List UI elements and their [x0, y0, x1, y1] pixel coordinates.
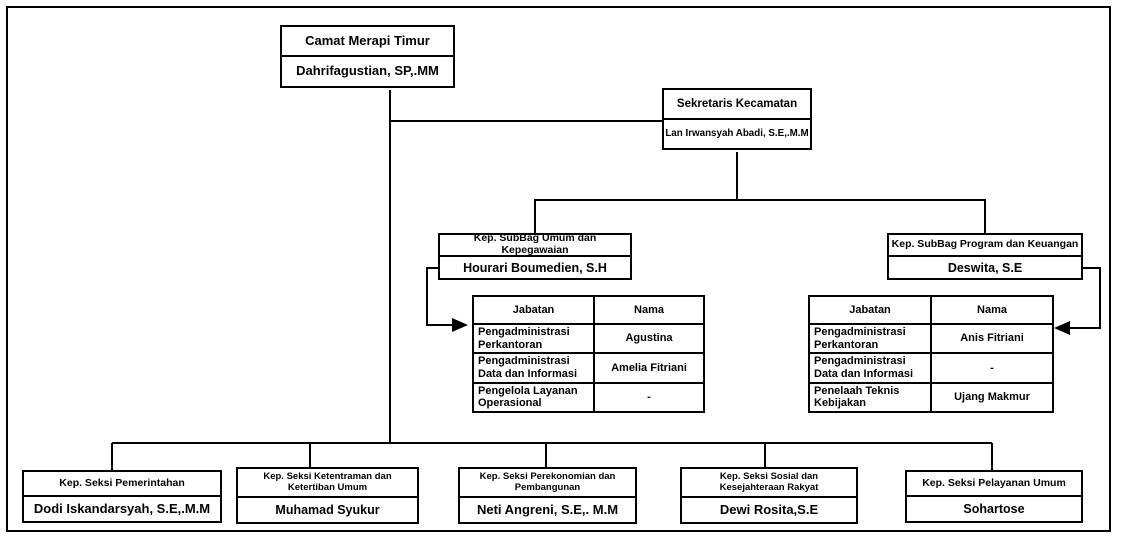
arrowhead-left-icon: [1054, 321, 1070, 335]
node-seksi-pemerintahan-name: Dodi Iskandarsyah, S.E,.M.M: [22, 495, 222, 523]
table-cell-nama: Anis Fitriani: [930, 322, 1054, 355]
page-border: [6, 6, 1111, 532]
table-cell-jabatan: Pengelola Layanan Operasional: [472, 381, 595, 413]
table-cell-jabatan: Pengadministrasi Data dan Informasi: [472, 352, 595, 384]
node-seksi-pemerintahan-title: Kep. Seksi Pemerintahan: [22, 470, 222, 497]
node-subbag-program: Kep. SubBag Program dan Keuangan Deswita…: [887, 233, 1083, 280]
staff-table-program: Jabatan Nama Pengadministrasi Perkantora…: [808, 295, 1054, 413]
arrowhead-right-icon: [452, 318, 468, 332]
table-cell-jabatan: Pengadministrasi Data dan Informasi: [808, 352, 932, 384]
table-cell-nama: Ujang Makmur: [930, 381, 1054, 413]
table-row: Pengelola Layanan Operasional -: [472, 381, 705, 413]
column-header-jabatan: Jabatan: [472, 295, 595, 325]
node-seksi-perekonomian-title: Kep. Seksi Perekonomian dan Pembangunan: [458, 467, 637, 498]
table-header-row: Jabatan Nama: [472, 295, 705, 325]
node-subbag-umum-name: Hourari Boumedien, S.H: [438, 255, 632, 280]
node-subbag-umum: Kep. SubBag Umum dan Kepegawaian Hourari…: [438, 232, 632, 280]
table-header-row: Jabatan Nama: [808, 295, 1054, 325]
table-row: Pengadministrasi Perkantoran Anis Fitria…: [808, 322, 1054, 355]
node-seksi-ketentraman-title: Kep. Seksi Ketentraman dan Ketertiban Um…: [236, 467, 419, 498]
node-seksi-ketentraman: Kep. Seksi Ketentraman dan Ketertiban Um…: [236, 467, 419, 524]
node-sekretaris: Sekretaris Kecamatan Lan Irwansyah Abadi…: [662, 88, 812, 150]
column-header-nama: Nama: [930, 295, 1054, 325]
node-subbag-program-title: Kep. SubBag Program dan Keuangan: [887, 233, 1083, 257]
node-camat-title: Camat Merapi Timur: [280, 25, 455, 57]
node-seksi-perekonomian: Kep. Seksi Perekonomian dan Pembangunan …: [458, 467, 637, 524]
table-cell-nama: Agustina: [593, 322, 705, 355]
column-header-jabatan: Jabatan: [808, 295, 932, 325]
node-seksi-pelayanan-name: Sohartose: [905, 495, 1083, 523]
connector-sekretaris-subbag: [534, 152, 986, 233]
node-seksi-sosial: Kep. Seksi Sosial dan Kesejahteraan Raky…: [680, 467, 858, 524]
node-sekretaris-name: Lan Irwansyah Abadi, S.E,.M.M: [662, 118, 812, 150]
table-cell-jabatan: Pengadministrasi Perkantoran: [472, 322, 595, 355]
node-camat-name: Dahrifagustian, SP,.MM: [280, 55, 455, 88]
node-seksi-pelayanan: Kep. Seksi Pelayanan Umum Sohartose: [905, 470, 1083, 523]
node-seksi-sosial-title: Kep. Seksi Sosial dan Kesejahteraan Raky…: [680, 467, 858, 498]
node-subbag-program-name: Deswita, S.E: [887, 255, 1083, 280]
table-row: Pengadministrasi Data dan Informasi Amel…: [472, 352, 705, 384]
connector-bottom-rail: [111, 442, 993, 470]
column-header-nama: Nama: [593, 295, 705, 325]
table-row: Penelaah Teknis Kebijakan Ujang Makmur: [808, 381, 1054, 413]
table-cell-nama: -: [930, 352, 1054, 384]
table-cell-jabatan: Pengadministrasi Perkantoran: [808, 322, 932, 355]
node-subbag-umum-title: Kep. SubBag Umum dan Kepegawaian: [438, 232, 632, 257]
node-seksi-sosial-name: Dewi Rosita,S.E: [680, 496, 858, 524]
connector-umum-table: [426, 267, 452, 326]
node-seksi-perekonomian-name: Neti Angreni, S.E,. M.M: [458, 496, 637, 524]
node-seksi-pelayanan-title: Kep. Seksi Pelayanan Umum: [905, 470, 1083, 497]
table-row: Pengadministrasi Data dan Informasi -: [808, 352, 1054, 384]
node-seksi-pemerintahan: Kep. Seksi Pemerintahan Dodi Iskandarsya…: [22, 470, 222, 523]
node-camat: Camat Merapi Timur Dahrifagustian, SP,.M…: [280, 25, 455, 88]
table-cell-nama: Amelia Fitriani: [593, 352, 705, 384]
table-cell-jabatan: Penelaah Teknis Kebijakan: [808, 381, 932, 413]
node-sekretaris-title: Sekretaris Kecamatan: [662, 88, 812, 120]
connector-program-table: [1070, 267, 1101, 329]
table-cell-nama: -: [593, 381, 705, 413]
staff-table-umum: Jabatan Nama Pengadministrasi Perkantora…: [472, 295, 705, 413]
table-row: Pengadministrasi Perkantoran Agustina: [472, 322, 705, 355]
node-seksi-ketentraman-name: Muhamad Syukur: [236, 496, 419, 524]
